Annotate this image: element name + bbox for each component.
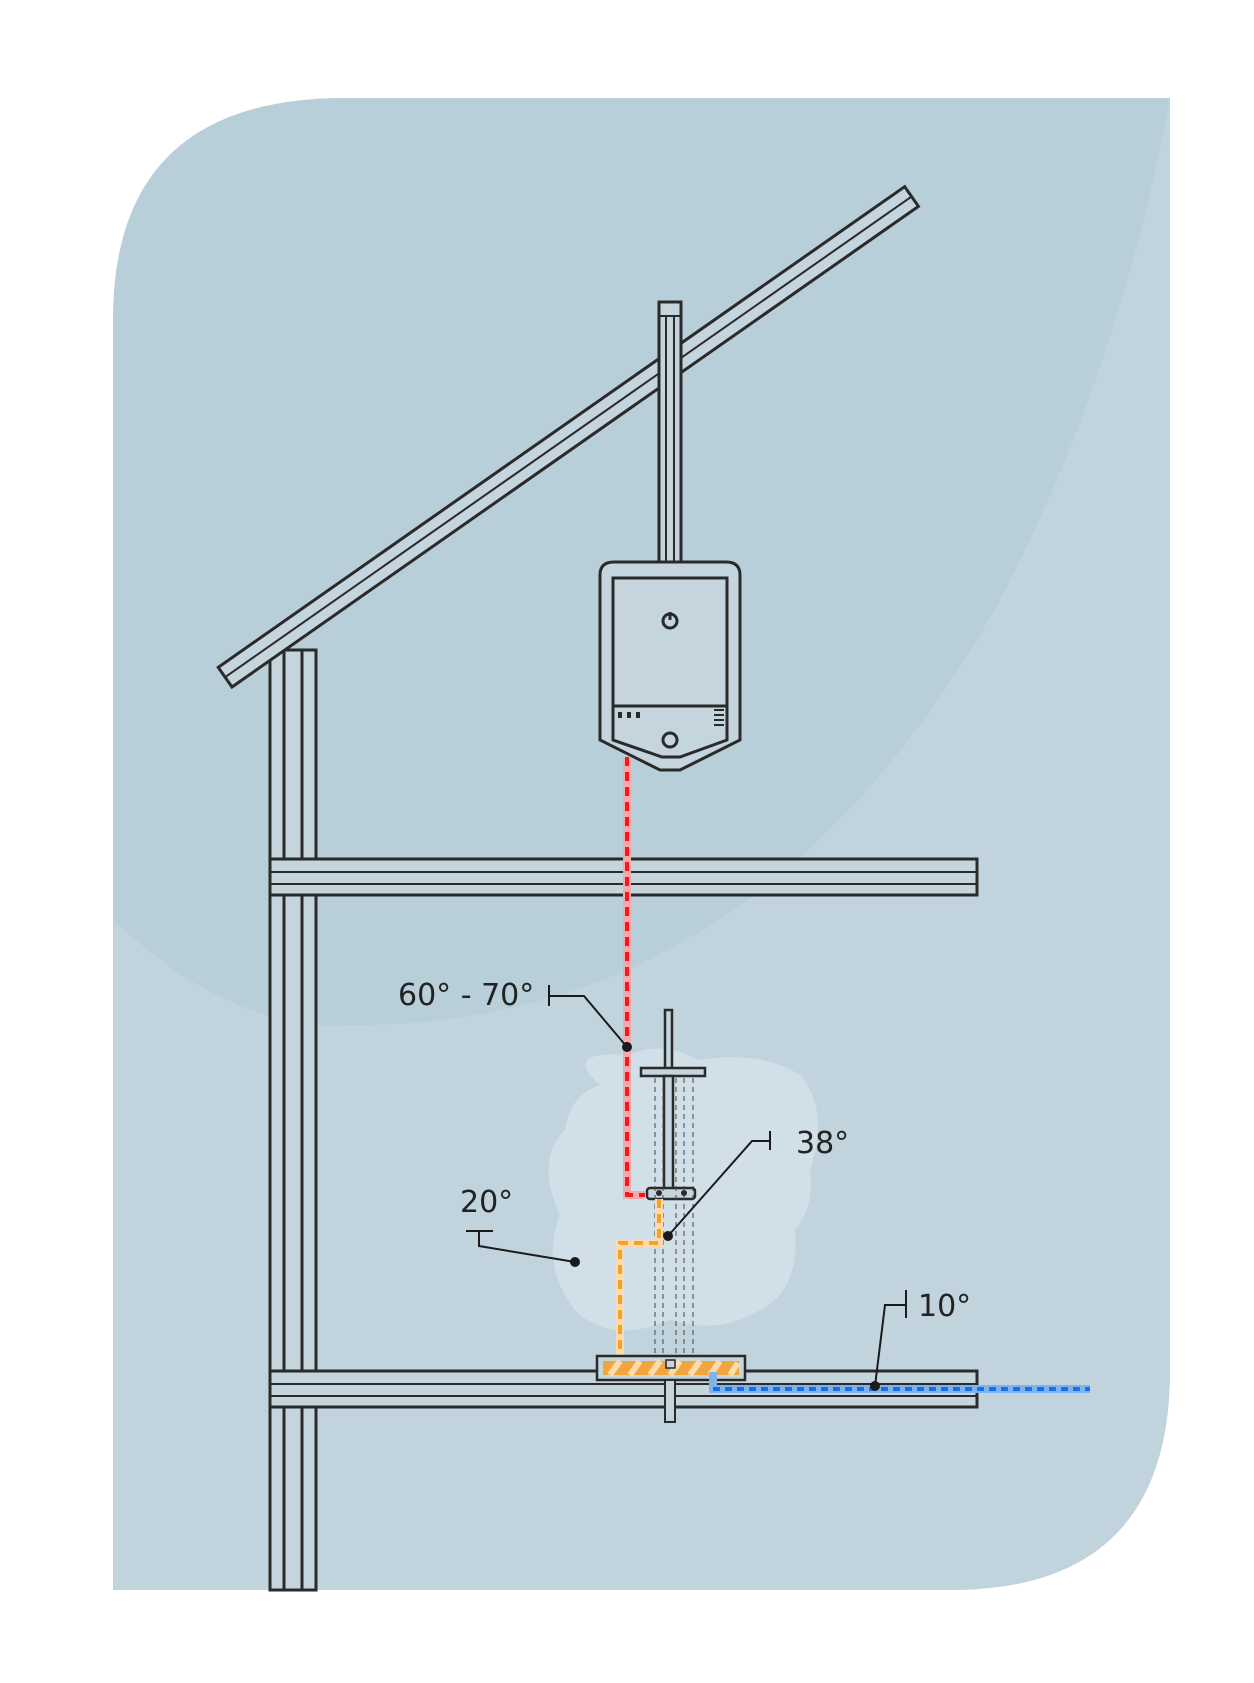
leader-dots [570,1042,880,1391]
flue-pipe [657,300,683,566]
dial-icon [661,731,679,749]
roof-beam [216,184,921,690]
vertical-post [268,648,318,1592]
indicator-dots [618,712,640,718]
label-drain: 10° [918,1289,971,1324]
label-shower: 38° [796,1126,849,1161]
hot-water-pipe [623,757,645,1199]
shower-head [639,1008,707,1201]
leader-lines [466,985,907,1387]
label-top-outlet: 60° - 70° [398,978,534,1013]
vent-lines [714,709,724,726]
background-highlight [113,98,1170,1590]
label-room: 20° [460,1185,513,1220]
drain-tray [595,1354,747,1423]
drain-water-pipe [709,1372,1090,1393]
boiler-unit [598,560,742,772]
power-icon [661,612,679,630]
warm-water-pipe [616,1199,663,1358]
